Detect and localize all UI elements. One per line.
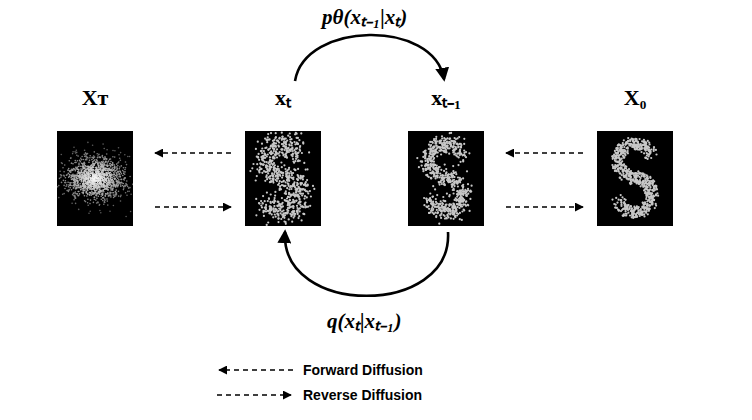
state-label: xₜ₋₁ (431, 85, 461, 111)
diffusion-state: Xᴛ (57, 85, 133, 226)
diffusion-state: xₜ (245, 85, 321, 226)
diffusion-state: xₜ₋₁ (408, 85, 484, 226)
legend-text: Reverse Diffusion (303, 387, 422, 403)
legend-text: Forward Diffusion (303, 362, 423, 378)
sample-image (597, 131, 673, 226)
legend-sample (215, 363, 295, 377)
state-label: Xᴛ (82, 85, 109, 111)
transition-arrow (295, 35, 444, 81)
diffusion-arrow (506, 206, 583, 208)
transition-label: pθ(xₜ₋₁|xₜ) (319, 2, 410, 30)
sample-image (245, 131, 321, 226)
legend-item: Reverse Diffusion (215, 387, 422, 403)
diffusion-arrow (155, 206, 231, 208)
state-label: X₀ (624, 85, 646, 111)
sample-image (57, 131, 133, 226)
legend-item: Forward Diffusion (215, 362, 423, 378)
transition-arrow (285, 232, 448, 296)
diffusion-arrow (155, 152, 231, 154)
diffusion-arrow (506, 152, 583, 154)
diffusion-state: X₀ (597, 85, 673, 226)
state-label: xₜ (275, 85, 291, 111)
legend-sample (215, 388, 295, 402)
transition-label: q(xₜ|xₜ₋₁) (324, 306, 404, 334)
sample-image (408, 131, 484, 226)
